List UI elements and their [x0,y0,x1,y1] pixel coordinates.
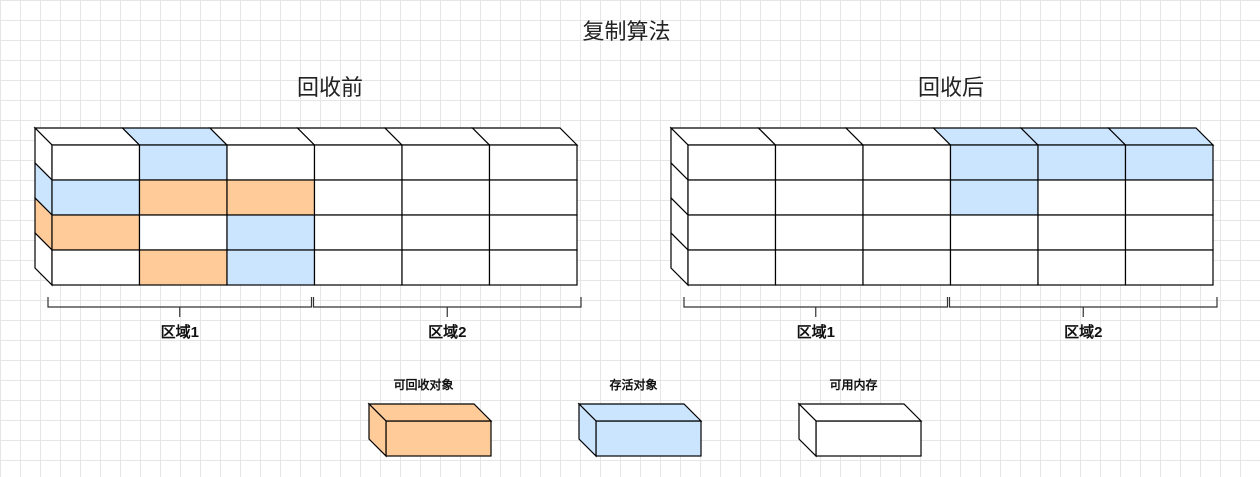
after-memory-cell [774,249,864,286]
after-memory-cell [1124,179,1214,216]
before-memory-cell [313,179,403,216]
legend-cube-side [578,402,597,458]
before-memory-cell [226,214,316,251]
legend-cube-top [367,403,493,422]
after-memory-cell [1037,144,1127,181]
legend-cube-front [815,420,922,457]
legend-cube-side [368,402,387,458]
after-top-face [1019,127,1127,146]
before-top-face [471,127,579,146]
before-top-face [383,127,491,146]
after-top-face [844,127,952,146]
before-region-label: 区域2 [428,323,466,341]
before-memory-cell [138,249,228,286]
before-memory-cell [401,144,491,181]
after-top-face [1107,127,1215,146]
after-memory-cell [774,214,864,251]
before-memory-cell [138,214,228,251]
after-memory-cell [949,214,1039,251]
before-region-bracket [312,297,582,317]
after-memory-cell [1124,144,1214,181]
before-memory-cell [226,179,316,216]
before-title: 回收前 [296,76,363,101]
diagram-title: 复制算法 [582,20,671,45]
legend-item-dead: 可回收对象 [367,377,493,458]
after-memory-cell [687,214,777,251]
before-memory-cell [51,214,141,251]
legend-item-free: 可用内存 [797,377,923,458]
after-top-face [757,127,865,146]
after-memory-cell [1124,214,1214,251]
before-memory-cell [488,214,578,251]
before-memory-cell [313,214,403,251]
before-memory-cell [401,179,491,216]
before-memory-cell [51,249,141,286]
after-memory-cell [949,179,1039,216]
after-memory-cell [862,249,952,286]
after-memory-cell [862,214,952,251]
after-region-bracket [948,297,1218,317]
legend-cube-front [595,420,702,457]
before-top-face [296,127,404,146]
before-memory-cell [488,249,578,286]
after-region-label: 区域1 [797,323,835,341]
before-top-face [208,127,316,146]
before-memory-cell [226,144,316,181]
legend-label: 可用内存 [829,377,877,392]
legend-item-alive: 存活对象 [577,377,703,458]
before-memory-cell [488,144,578,181]
after-memory-cell [1124,249,1214,286]
before-region-label: 区域1 [161,323,199,341]
before-memory-cell [401,214,491,251]
before-memory-cell [138,144,228,181]
after-memory-cell [862,144,952,181]
before-top-face [33,127,141,146]
after-memory-block: 区域1 区域2 [669,126,1218,341]
after-memory-cell [687,249,777,286]
before-memory-cell [313,249,403,286]
before-memory-cell [51,144,141,181]
before-memory-block: 区域1 区域2 [33,126,582,341]
before-memory-cell [313,144,403,181]
after-memory-cell [687,144,777,181]
before-memory-cell [138,179,228,216]
after-region-label: 区域2 [1064,323,1102,341]
after-memory-cell [687,179,777,216]
legend-cube-front [385,420,492,457]
after-memory-cell [1037,249,1127,286]
before-region-bracket [47,297,313,317]
legend-cube-top [577,403,703,422]
legend-label: 可回收对象 [393,377,453,392]
after-top-face [669,127,777,146]
before-memory-cell [51,179,141,216]
after-memory-cell [774,144,864,181]
after-memory-cell [949,249,1039,286]
before-memory-cell [488,179,578,216]
after-memory-cell [1037,214,1127,251]
legend-cube-top [797,403,923,422]
legend-label: 存活对象 [608,377,657,392]
before-memory-cell [226,249,316,286]
after-memory-cell [774,179,864,216]
before-top-face [121,127,229,146]
after-memory-cell [862,179,952,216]
after-memory-cell [949,144,1039,181]
before-memory-cell [401,249,491,286]
after-region-bracket [683,297,949,317]
after-top-face [932,127,1040,146]
after-title: 回收后 [917,76,984,101]
legend-cube-side [798,402,817,458]
after-memory-cell [1037,179,1127,216]
